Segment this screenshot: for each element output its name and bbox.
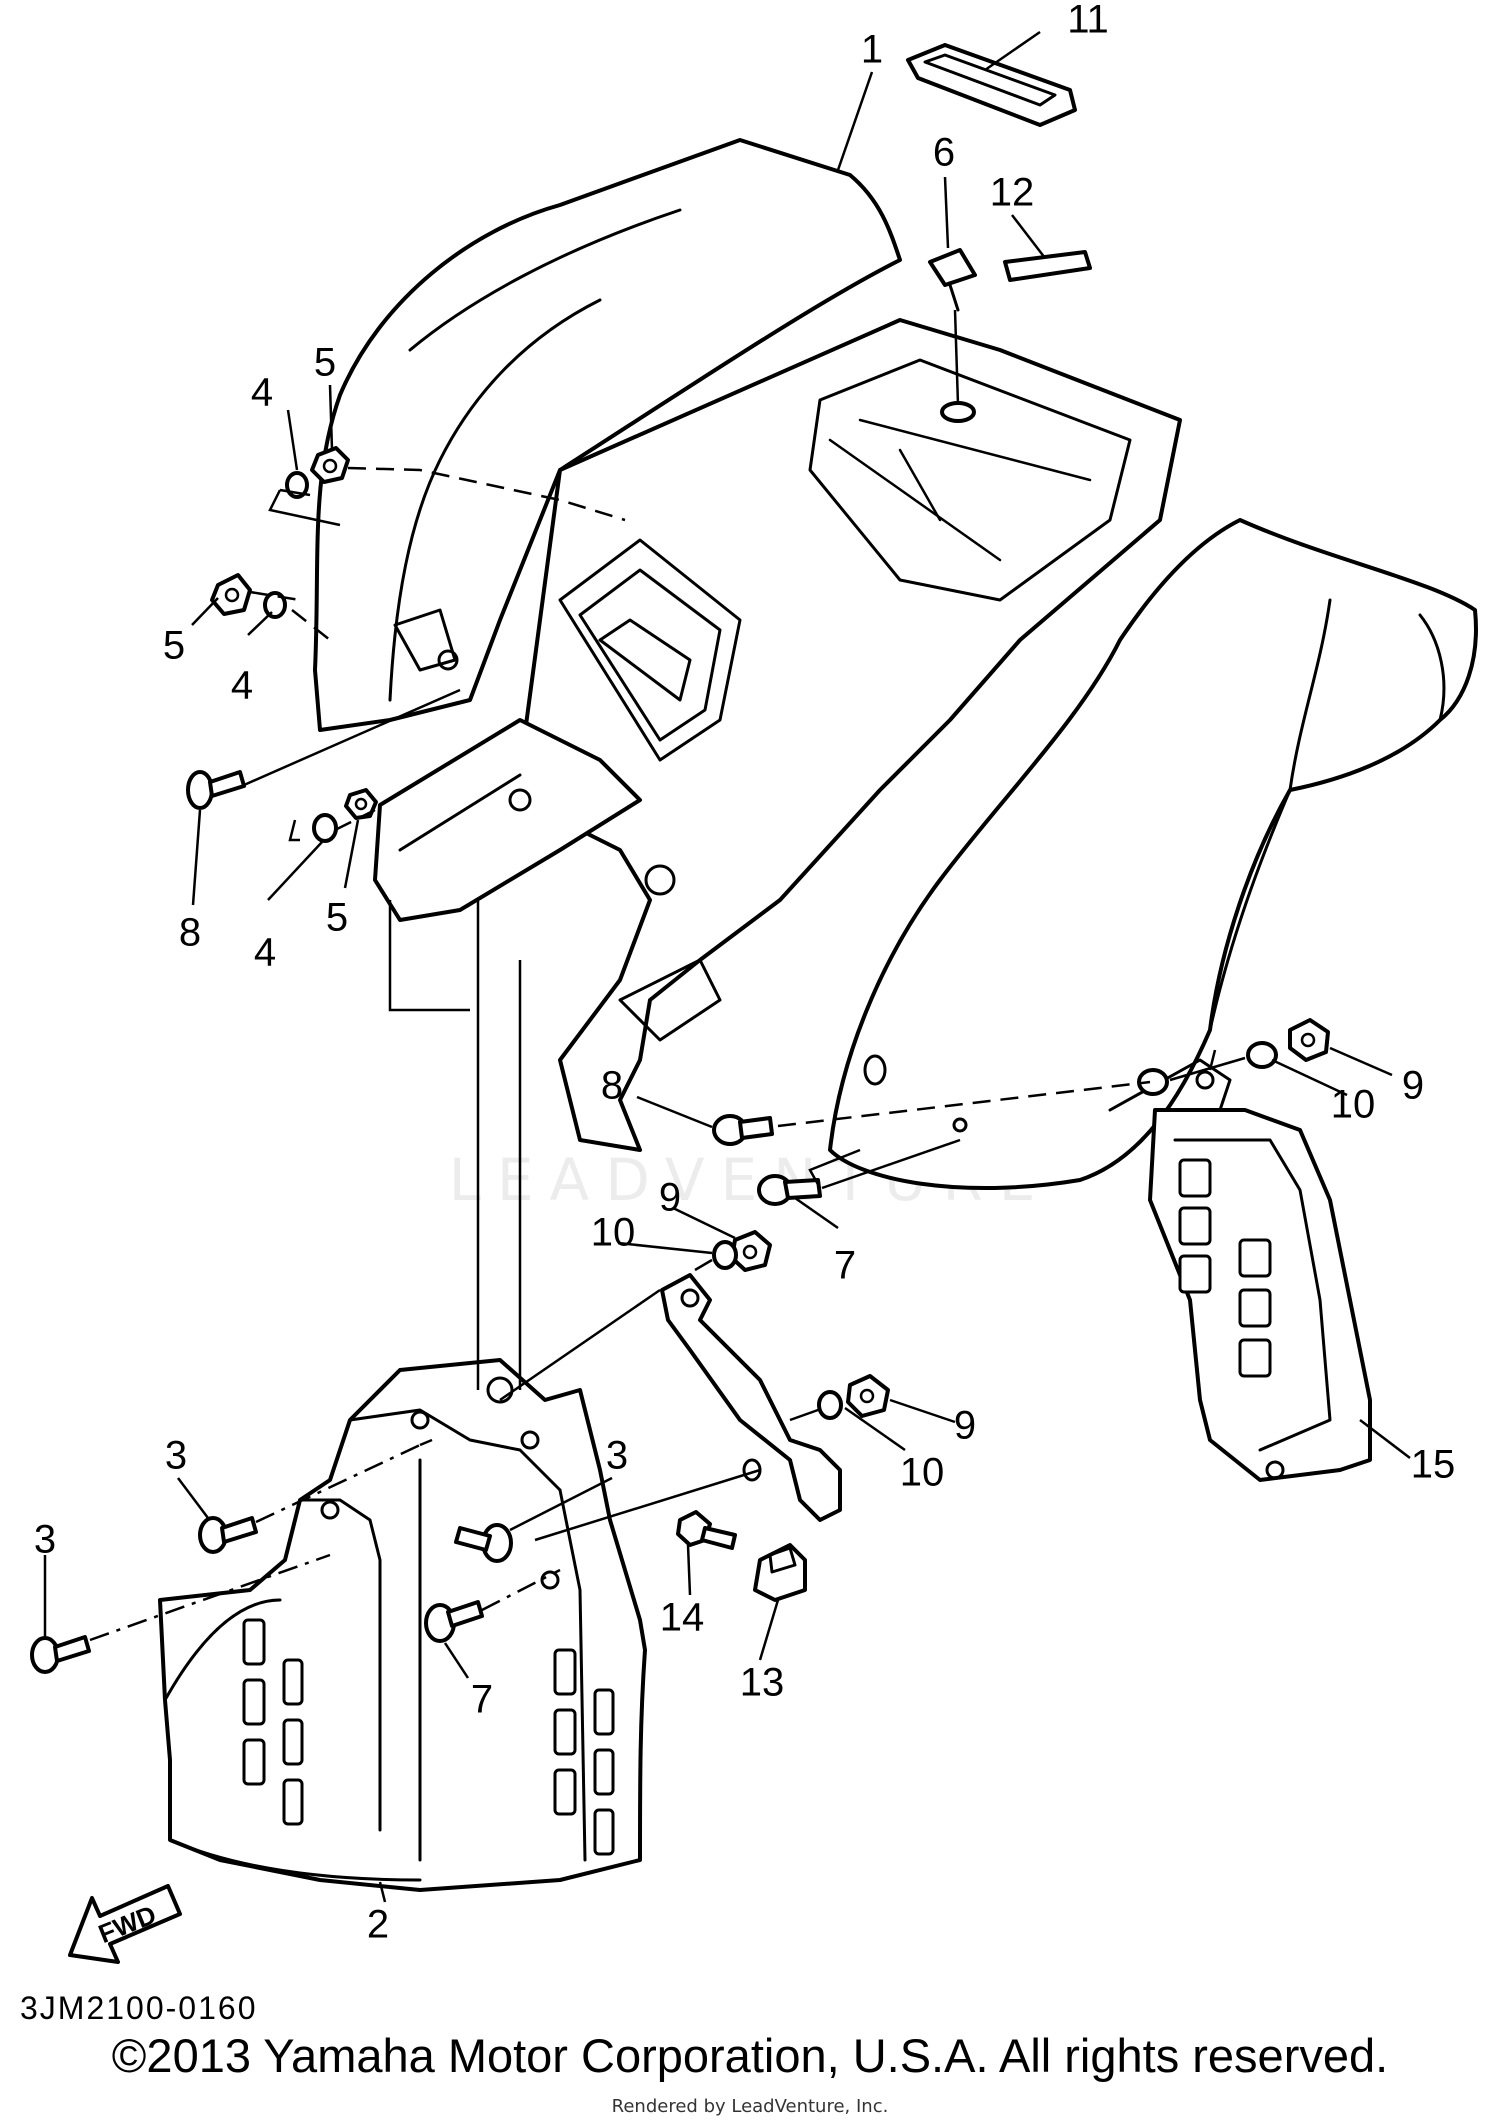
label-sticker[interactable] [1003, 250, 1092, 282]
strap-band[interactable] [906, 43, 1077, 127]
callout-11: 11 [1067, 0, 1109, 42]
callout-3a: 3 [165, 1434, 187, 1478]
callout-5c: 5 [326, 896, 348, 940]
callout-14: 14 [660, 1596, 705, 1640]
stay-bracket[interactable] [660, 1230, 890, 1522]
callout-3c: 3 [34, 1518, 56, 1562]
callout-4a: 4 [251, 371, 273, 415]
fwd-arrow-icon: FWD [68, 1884, 182, 1964]
side-flap[interactable] [1108, 1058, 1372, 1482]
screws-lower-left [30, 900, 761, 1674]
callout-6: 6 [933, 131, 955, 175]
bolt-part-6[interactable] [928, 248, 977, 423]
callout-4c: 4 [254, 931, 276, 975]
callout-12: 12 [990, 171, 1035, 215]
callout-3b: 3 [606, 1434, 628, 1478]
callout-numbers: 1 11 12 6 5 4 5 4 8 4 5 8 7 9 10 9 10 9 … [34, 0, 1455, 1947]
callout-leaders [43, 30, 1411, 1903]
callout-10c: 10 [900, 1451, 945, 1495]
callout-9b: 9 [1402, 1064, 1424, 1108]
rear-fender[interactable] [313, 138, 1478, 1191]
callout-8b: 8 [601, 1064, 623, 1108]
clip-part-13[interactable] [753, 1543, 807, 1602]
diagram-code: 3JM2100-0160 [20, 1990, 258, 2026]
callout-9a: 9 [659, 1176, 681, 1220]
fasteners-right [712, 1018, 1330, 1206]
callout-9c: 9 [954, 1404, 976, 1448]
callout-10b: 10 [1331, 1083, 1376, 1127]
callout-10a: 10 [591, 1211, 636, 1255]
copyright-notice: ©2013 Yamaha Motor Corporation, U.S.A. A… [111, 2029, 1389, 2082]
callout-8a: 8 [179, 911, 201, 955]
fasteners-left [186, 446, 626, 1012]
callout-1: 1 [861, 28, 883, 72]
mud-guard[interactable] [158, 1358, 647, 1892]
callout-7b: 7 [471, 1678, 493, 1722]
callout-2: 2 [367, 1903, 389, 1947]
callout-5a: 5 [314, 341, 336, 385]
callout-15: 15 [1411, 1443, 1456, 1487]
screw-part-14[interactable] [676, 1510, 737, 1550]
callout-7a: 7 [834, 1244, 856, 1288]
callout-13: 13 [740, 1661, 785, 1705]
rendered-by-notice: Rendered by LeadVenture, Inc. [611, 2096, 889, 2117]
callout-5b: 5 [163, 624, 185, 668]
callout-4b: 4 [231, 664, 253, 708]
